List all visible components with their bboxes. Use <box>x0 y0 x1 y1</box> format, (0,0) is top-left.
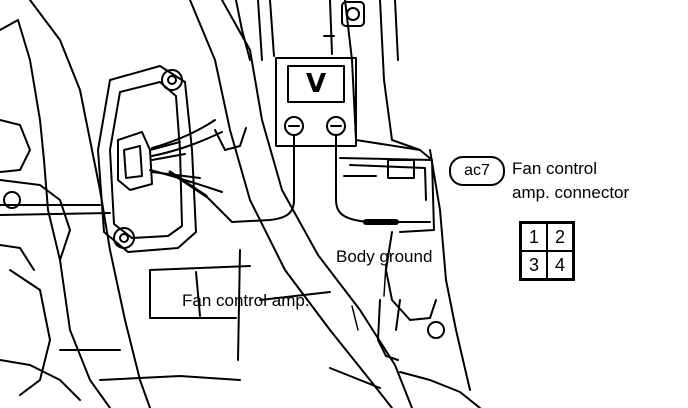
connector-pin-diagram: 1 2 3 4 <box>519 221 575 281</box>
voltmeter <box>275 57 357 147</box>
connector-title-line2: amp. connector <box>512 183 630 202</box>
connector-pin-1: 1 <box>521 223 547 251</box>
leader-lines <box>351 263 387 331</box>
fan-control-amp-callout: Fan control amp. <box>182 291 310 310</box>
meter-symbol-label: V <box>305 69 327 99</box>
left-housing <box>0 0 151 408</box>
body-ground-callout: Body ground <box>336 247 433 266</box>
connector-code-badge: ac7 <box>449 156 505 186</box>
air-duct-hose <box>189 0 413 408</box>
fan-control-amp-plate <box>97 65 201 253</box>
connector-title-line1: Fan control <box>512 159 598 178</box>
connector-pin-4: 4 <box>547 251 573 279</box>
connector-pin-2: 2 <box>547 223 573 251</box>
test-leads <box>168 134 431 225</box>
connector-pin-3: 3 <box>521 251 547 279</box>
right-equipment <box>59 0 481 408</box>
